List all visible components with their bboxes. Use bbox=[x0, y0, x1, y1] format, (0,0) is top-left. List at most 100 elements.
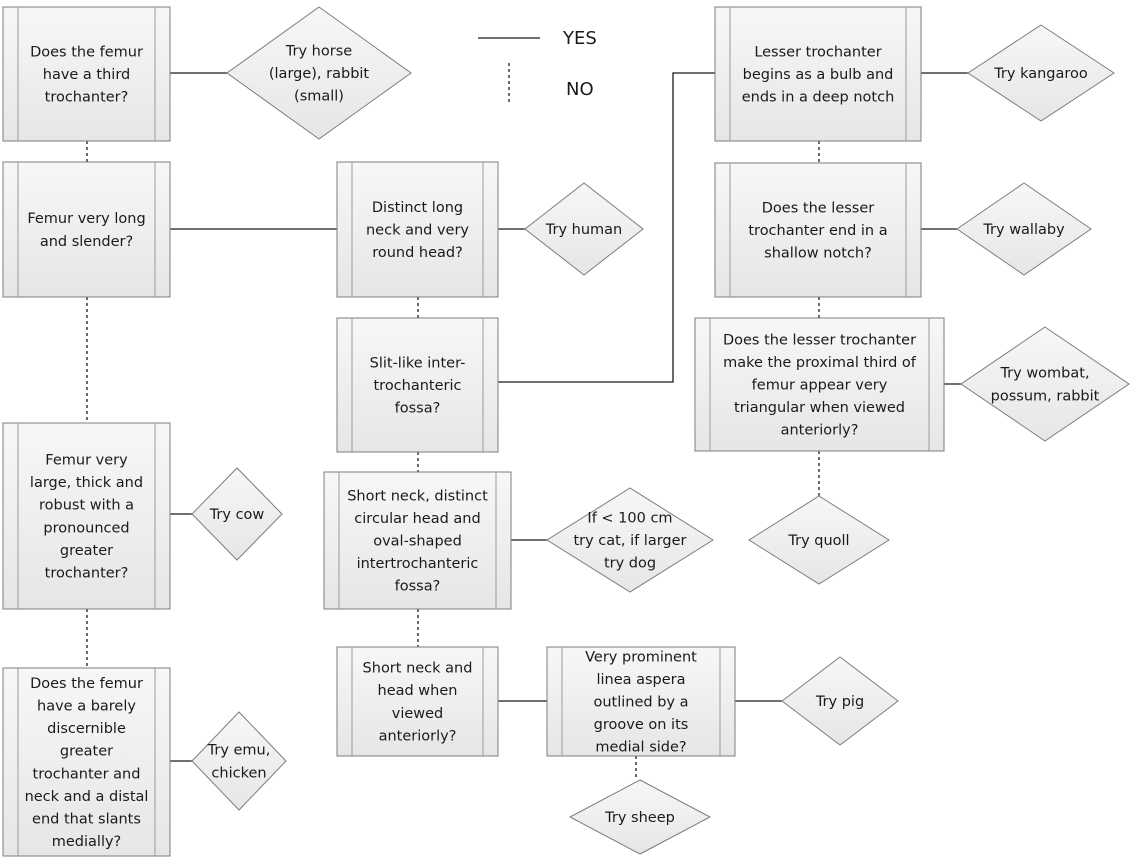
diamond-shape bbox=[748, 495, 890, 585]
connectors bbox=[86, 72, 968, 780]
node-text-line: Distinct long bbox=[372, 200, 463, 216]
diamond-shape bbox=[967, 24, 1115, 122]
result-diamond-wallaby: Try wallaby bbox=[956, 182, 1092, 276]
node-text-line: triangular when viewed bbox=[734, 400, 905, 416]
box-frame bbox=[694, 317, 945, 452]
decision-box-short-neck-circular-head: Short neck, distinct circular head and ova… bbox=[323, 471, 512, 610]
node-text-line: Does the lesser bbox=[762, 200, 875, 216]
node-text-line: linea aspera bbox=[596, 672, 685, 688]
diamond-shape bbox=[191, 711, 287, 811]
node-text-line: (large), rabbit bbox=[269, 66, 370, 82]
decision-box-large-robust: Femur very large, thick and robust with a p… bbox=[2, 422, 171, 610]
box-frame bbox=[2, 667, 171, 857]
node-text-line: trochanter? bbox=[45, 566, 129, 582]
node-text-line: Femur very bbox=[45, 453, 128, 469]
node-text-line: Does the femur bbox=[30, 44, 143, 60]
node-text-line: medially? bbox=[52, 834, 122, 850]
diamond-shape bbox=[960, 326, 1130, 442]
node-text-line: oval-shaped bbox=[373, 534, 462, 550]
node-text-line: trochanteric bbox=[373, 378, 461, 394]
node-text-line: greater bbox=[60, 744, 113, 760]
node-text-line: medial side? bbox=[595, 740, 686, 756]
node-text-line: and slender? bbox=[40, 234, 133, 250]
node-text-line: try dog bbox=[604, 556, 656, 572]
node-text-line: Try human bbox=[545, 222, 622, 238]
node-text-line: Try kangaroo bbox=[993, 66, 1088, 82]
decision-boxes: Does the femur have a third trochanter? Fe… bbox=[2, 6, 945, 857]
node-text-line: Try pig bbox=[815, 694, 864, 710]
node-text-line: shallow notch? bbox=[764, 246, 872, 262]
node-text-line: groove on its bbox=[594, 717, 689, 733]
node-text-line: greater bbox=[60, 543, 113, 559]
node-text-line: Does the femur bbox=[30, 676, 143, 692]
node-text-line: Does the lesser trochanter bbox=[723, 332, 916, 348]
result-diamond-human: Try human bbox=[524, 182, 644, 276]
decision-box-barely-discernible: Does the femur have a barely discernible gr… bbox=[2, 667, 171, 857]
node-text-line: Try horse bbox=[285, 43, 352, 59]
result-diamond-sheep: Try sheep bbox=[568, 779, 712, 855]
node-text-line: viewed bbox=[392, 706, 444, 722]
decision-box-slit-like-fossa: Slit-like inter-trochanteric fossa? bbox=[336, 317, 499, 453]
node-text-line: large, thick and bbox=[30, 475, 143, 491]
box-frame bbox=[714, 162, 922, 298]
result-diamond-horse-rabbit: Try horse (large), rabbit (small) bbox=[226, 6, 412, 140]
node-text-line: robust with a bbox=[39, 498, 134, 514]
box-frame bbox=[2, 161, 171, 298]
diamond-shape bbox=[956, 182, 1092, 276]
decision-box-long-slender: Femur very long and slender? bbox=[2, 161, 171, 298]
node-text-line: have a barely bbox=[37, 699, 136, 715]
node-text-line: neck and a distal bbox=[25, 789, 149, 805]
node-text-line: (small) bbox=[294, 89, 344, 105]
diamond-shape bbox=[191, 467, 283, 561]
result-diamond-emu-chicken: Try emu,chicken bbox=[191, 711, 287, 811]
box-frame bbox=[546, 646, 736, 757]
node-text-line: intertrochanteric bbox=[357, 556, 479, 572]
node-text-line: Try quoll bbox=[787, 533, 849, 549]
box-frame bbox=[714, 6, 922, 142]
legend: YES NO bbox=[478, 28, 597, 104]
diamond-shape bbox=[568, 779, 712, 855]
node-text-line: Slit-like inter- bbox=[370, 355, 466, 371]
yes-connector bbox=[498, 72, 715, 383]
legend-no-label: NO bbox=[566, 79, 594, 100]
node-text-line: have a third bbox=[43, 67, 131, 83]
box-frame bbox=[336, 646, 499, 757]
decision-box-deep-notch: Lesser trochanter begins as a bulb and end… bbox=[714, 6, 922, 142]
node-text-line: Very prominent bbox=[585, 649, 697, 665]
result-diamond-quoll: Try quoll bbox=[748, 495, 890, 585]
result-diamond-cow: Try cow bbox=[191, 467, 283, 561]
diamond-shape bbox=[546, 487, 714, 593]
node-text-line: ends in a deep notch bbox=[742, 90, 895, 106]
node-text-line: pronounced bbox=[43, 520, 129, 536]
result-diamond-pig: Try pig bbox=[781, 656, 899, 746]
node-text-line: Try emu, bbox=[207, 743, 271, 759]
node-text-line: Short neck, distinct bbox=[347, 488, 488, 504]
node-text-line: Try wombat, bbox=[999, 366, 1089, 382]
node-text-line: make the proximal third of bbox=[723, 355, 917, 371]
node-text-line: discernible bbox=[47, 721, 126, 737]
node-text-line: If < 100 cm bbox=[587, 510, 672, 526]
node-text-line: Lesser trochanter bbox=[754, 44, 881, 60]
result-diamond-wombat-possum-rabbit: Try wombat, possum, rabbit bbox=[960, 326, 1130, 442]
node-text-line: Short neck and bbox=[363, 661, 473, 677]
node-text-line: neck and very bbox=[366, 223, 469, 239]
node-text-line: begins as a bulb and bbox=[743, 67, 894, 83]
node-text-line: outlined by a bbox=[593, 695, 688, 711]
node-text-line: round head? bbox=[372, 245, 463, 261]
node-text-line: fossa? bbox=[395, 401, 441, 417]
diamond-shape bbox=[524, 182, 644, 276]
diamond-shape bbox=[781, 656, 899, 746]
node-text-line: head when bbox=[378, 683, 458, 699]
node-text-line: Femur very long bbox=[27, 211, 145, 227]
node-text-line: possum, rabbit bbox=[991, 388, 1100, 404]
result-diamond-kangaroo: Try kangaroo bbox=[967, 24, 1115, 122]
box-frame bbox=[336, 161, 499, 298]
node-text-line: circular head and bbox=[354, 511, 480, 527]
decision-box-linea-aspera: Very prominent linea aspera outlined by a g… bbox=[546, 646, 736, 757]
decision-box-long-neck-round-head: Distinct long neck and very round head? bbox=[336, 161, 499, 298]
